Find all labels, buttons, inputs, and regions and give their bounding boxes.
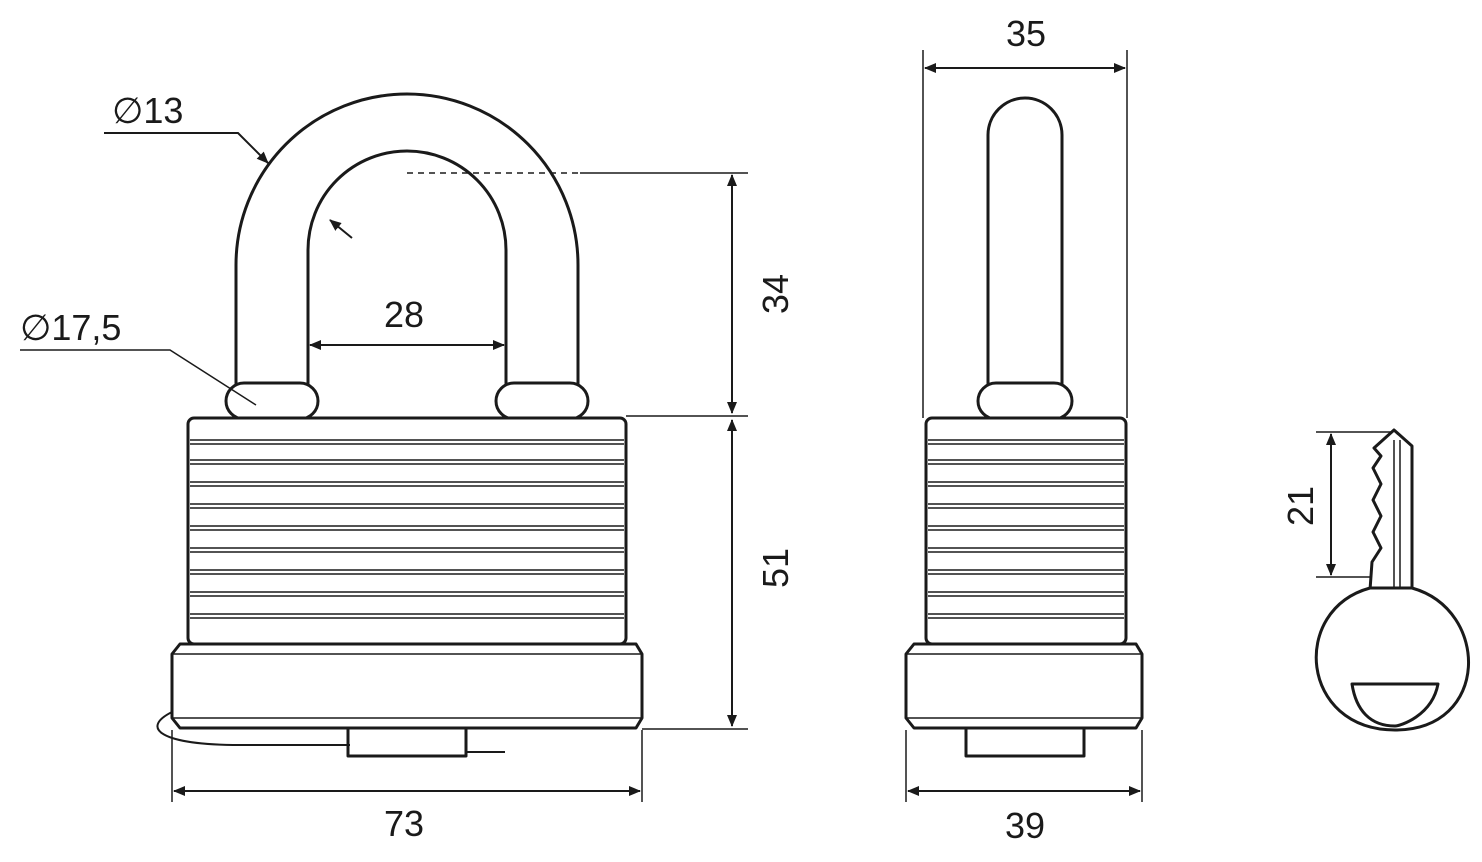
- side-view: [904, 96, 1144, 758]
- dim-body-width-side: 39: [1005, 805, 1045, 846]
- front-body: [186, 416, 628, 646]
- key-blade: [1368, 428, 1414, 592]
- front-keyhole-plug: [346, 726, 468, 758]
- front-right-collar: [494, 381, 590, 421]
- front-shackle: [234, 92, 580, 397]
- side-shackle: [986, 96, 1064, 397]
- key: [1314, 428, 1470, 732]
- side-body-ribs: [928, 439, 1124, 619]
- side-dimensions: [905, 50, 1143, 802]
- dim-shackle-collar-diameter: ∅17,5: [20, 307, 121, 348]
- dim-shackle-wire-diameter: ∅13: [112, 90, 183, 131]
- key-bow-hole: [1350, 682, 1440, 728]
- dim-shackle-inner-width: 28: [384, 294, 424, 335]
- side-keyhole-plug: [964, 726, 1086, 758]
- front-body-ribs: [190, 439, 624, 619]
- side-bottom-cap: [904, 642, 1144, 730]
- dim-shackle-width-side: 35: [1006, 13, 1046, 54]
- dim-shackle-clearance-height: 34: [755, 274, 796, 314]
- dim-key-blade-length: 21: [1280, 486, 1321, 526]
- side-body: [924, 416, 1128, 646]
- dim-body-width-front: 73: [384, 803, 424, 844]
- front-left-collar: [224, 381, 320, 421]
- side-collar: [976, 381, 1074, 421]
- key-dimensions: [1316, 431, 1392, 578]
- dim-body-height: 51: [755, 548, 796, 588]
- front-dimensions: [20, 132, 748, 802]
- front-cover-wire: [156, 711, 505, 753]
- front-bottom-cap: [170, 642, 644, 730]
- front-view: [156, 92, 644, 758]
